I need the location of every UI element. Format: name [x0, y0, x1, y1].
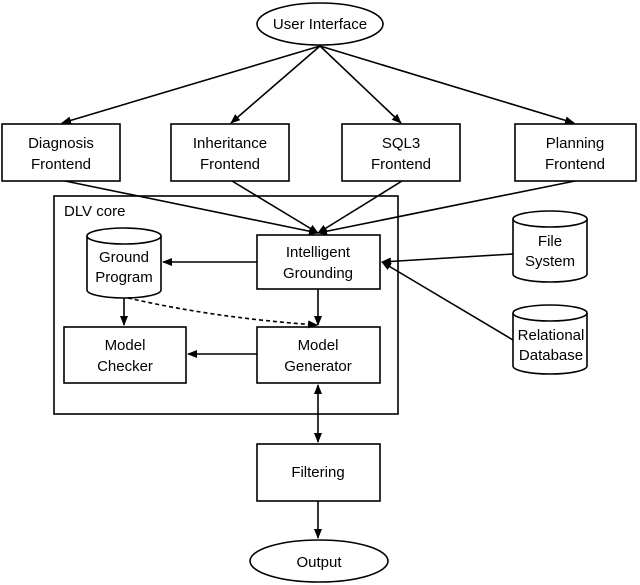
diagnosis-label-line1: Diagnosis	[28, 135, 94, 152]
arrow-ui-to-diagnosis	[61, 45, 321, 125]
arrow-sql3-to-grounding	[317, 180, 403, 234]
model-generator-label-line2: Generator	[284, 358, 352, 375]
arrow-ui-to-planning	[319, 45, 575, 125]
model-generator-label-line1: Model	[298, 337, 339, 354]
filtering-node: Filtering	[256, 443, 381, 502]
dlv-core-container: DLV core	[53, 195, 399, 415]
planning-label-line1: Planning	[546, 135, 604, 152]
output-node: Output	[249, 539, 389, 583]
planning-label-line2: Frontend	[545, 156, 605, 173]
file-system-label-line2: System	[525, 253, 575, 270]
arrow-inheritance-to-grounding	[231, 180, 319, 234]
inheritance-label-line2: Frontend	[200, 156, 260, 173]
output-label: Output	[296, 554, 342, 571]
inheritance-frontend-node: Inheritance Frontend	[170, 123, 290, 182]
arrow-diagnosis-to-grounding	[64, 180, 319, 236]
ground-program-label-line1: Ground	[99, 249, 149, 266]
diagnosis-label-line2: Frontend	[31, 156, 91, 173]
intelligent-grounding-label-line2: Grounding	[283, 265, 353, 282]
sql3-label-line1: SQL3	[382, 135, 420, 152]
arrow-ui-to-inheritance	[230, 45, 321, 124]
arrow-database-to-grounding	[381, 261, 514, 341]
ground-program-node: Ground Program	[86, 227, 162, 299]
file-system-node: File System	[512, 210, 588, 283]
relational-database-label-line1: Relational	[518, 327, 585, 344]
relational-database-label-line2: Database	[519, 347, 583, 364]
sql3-frontend-node: SQL3 Frontend	[341, 123, 461, 182]
diagnosis-frontend-node: Diagnosis Frontend	[1, 123, 121, 182]
file-system-label-line1: File	[538, 233, 562, 250]
relational-database-node: Relational Database	[512, 304, 588, 375]
arrow-ground-program-to-generator-dashed	[127, 297, 318, 329]
arrow-planning-to-grounding	[317, 180, 576, 236]
model-checker-label-line1: Model	[105, 337, 146, 354]
model-generator-node: Model Generator	[256, 326, 381, 384]
intelligent-grounding-node: Intelligent Grounding	[256, 234, 381, 290]
intelligent-grounding-label-line1: Intelligent	[286, 244, 351, 261]
user-interface-label: User Interface	[273, 16, 367, 33]
sql3-label-line2: Frontend	[371, 156, 431, 173]
planning-frontend-node: Planning Frontend	[514, 123, 637, 182]
arrow-ui-to-sql3	[319, 45, 402, 124]
arrow-file-system-to-grounding	[381, 253, 514, 266]
model-checker-node: Model Checker	[63, 326, 187, 384]
inheritance-label-line1: Inheritance	[193, 135, 267, 152]
user-interface-node: User Interface	[256, 2, 384, 46]
filtering-label: Filtering	[291, 464, 344, 481]
dlv-core-label: DLV core	[64, 203, 125, 220]
ground-program-label-line2: Program	[95, 269, 153, 286]
model-checker-label-line2: Checker	[97, 358, 153, 375]
